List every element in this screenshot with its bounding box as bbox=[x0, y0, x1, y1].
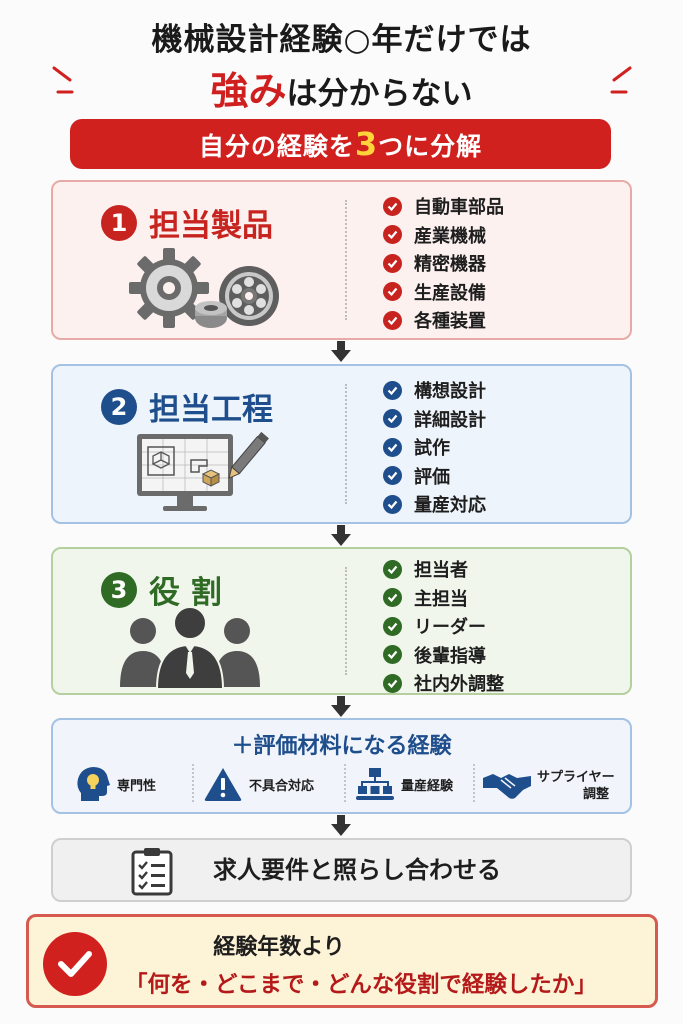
list-item: 生産設備 bbox=[383, 278, 504, 307]
bonus-experience-box: ＋評価材料になる経験 専門性 不具合対応 量産経験 bbox=[51, 718, 632, 814]
handshake-icon bbox=[483, 774, 531, 799]
card-number-badge: 2 bbox=[101, 388, 137, 425]
bonus-divider bbox=[473, 764, 475, 802]
bonus-supplier-label: サプライヤー 調整 bbox=[537, 770, 615, 802]
card-divider bbox=[345, 567, 347, 675]
check-icon bbox=[383, 588, 402, 608]
card-processes: 2 担当工程 構想設計 詳細設計 試作 評価 量産対応 bbox=[51, 364, 632, 524]
card-processes-list: 構想設計 詳細設計 試作 評価 量産対応 bbox=[383, 376, 486, 519]
check-icon bbox=[383, 225, 402, 245]
bonus-title: ＋評価材料になる経験 bbox=[231, 734, 452, 759]
list-item: 評価 bbox=[383, 462, 486, 491]
card-divider bbox=[345, 200, 347, 320]
list-item: 自動車部品 bbox=[383, 192, 504, 221]
decompose-banner: 自分の経験を3つに分解 bbox=[70, 119, 611, 169]
card-title-text: 担当工程 bbox=[149, 392, 273, 428]
check-icon bbox=[383, 380, 402, 400]
card-processes-title: 2 担当工程 bbox=[101, 384, 273, 429]
check-icon bbox=[383, 409, 402, 429]
conclusion-box: 経験年数より 「何を・どこまで・どんな役割で経験したか」 bbox=[26, 914, 658, 1008]
card-number-badge: 1 bbox=[101, 204, 137, 241]
clipboard-checklist-icon bbox=[131, 848, 173, 896]
card-title-text: 担当製品 bbox=[149, 208, 273, 244]
list-item: 主担当 bbox=[383, 584, 504, 613]
card-number-badge: 3 bbox=[101, 571, 137, 608]
bonus-divider bbox=[192, 764, 194, 802]
card-roles-title: 3 役 割 bbox=[101, 567, 222, 612]
list-item: 各種装置 bbox=[383, 306, 504, 335]
check-icon bbox=[383, 196, 402, 216]
check-icon bbox=[383, 437, 402, 457]
banner-number: 3 bbox=[354, 125, 379, 163]
list-item: 試作 bbox=[383, 433, 486, 462]
list-item: 精密機器 bbox=[383, 249, 504, 278]
check-circle-icon bbox=[43, 932, 107, 996]
check-icon bbox=[383, 673, 402, 693]
list-item: 後輩指導 bbox=[383, 641, 504, 670]
list-item: 構想設計 bbox=[383, 376, 486, 405]
bonus-item-expertise: 専門性 bbox=[75, 762, 156, 806]
card-roles: 3 役 割 担当者 主担当 リーダー 後輩指導 社内外調整 bbox=[51, 547, 632, 695]
bonus-item-supplier-coordination: サプライヤー 調整 bbox=[483, 762, 615, 806]
warning-icon bbox=[204, 768, 242, 801]
card-divider bbox=[345, 384, 347, 504]
check-icon bbox=[383, 310, 402, 330]
list-item: 産業機械 bbox=[383, 221, 504, 250]
gear-bearing-icon bbox=[129, 248, 279, 328]
job-requirements-text: 求人要件と照らし合わせる bbox=[213, 856, 501, 884]
head-lightbulb-icon bbox=[77, 767, 110, 801]
banner-text-after: つに分解 bbox=[378, 132, 483, 161]
check-icon bbox=[383, 466, 402, 486]
conclusion-line1: 経験年数より bbox=[213, 935, 345, 960]
check-icon bbox=[383, 559, 402, 579]
check-icon bbox=[383, 282, 402, 302]
cad-monitor-pencil-icon bbox=[137, 431, 269, 511]
team-people-icon bbox=[120, 607, 260, 689]
emphasis-lines-left-icon bbox=[52, 66, 74, 94]
check-icon bbox=[383, 253, 402, 273]
page-title: 機械設計経験○年だけでは bbox=[151, 22, 532, 58]
arrow-down-icon bbox=[331, 525, 351, 546]
list-item: 量産対応 bbox=[383, 490, 486, 519]
bonus-item-defect-handling: 不具合対応 bbox=[203, 762, 314, 806]
title-highlight: 強み bbox=[210, 69, 287, 113]
card-products: 1 担当製品 bbox=[51, 180, 632, 340]
list-item: リーダー bbox=[383, 612, 504, 641]
bonus-item-mass-production: 量産経験 bbox=[355, 762, 453, 806]
page-subtitle: 強みは分からない bbox=[0, 60, 683, 115]
check-icon bbox=[383, 645, 402, 665]
title-rest: は分からない bbox=[286, 76, 473, 112]
bonus-divider bbox=[344, 764, 346, 802]
emphasis-lines-right-icon bbox=[610, 66, 632, 94]
job-requirements-box: 求人要件と照らし合わせる bbox=[51, 838, 632, 902]
card-roles-list: 担当者 主担当 リーダー 後輩指導 社内外調整 bbox=[383, 555, 504, 698]
card-title-text: 役 割 bbox=[149, 575, 222, 611]
arrow-down-icon bbox=[331, 341, 351, 362]
banner-text-before: 自分の経験を bbox=[198, 132, 355, 161]
card-products-list: 自動車部品 産業機械 精密機器 生産設備 各種装置 bbox=[383, 192, 504, 335]
list-item: 詳細設計 bbox=[383, 405, 486, 434]
arrow-down-icon bbox=[331, 815, 351, 836]
card-products-title: 1 担当製品 bbox=[101, 200, 273, 245]
list-item: 社内外調整 bbox=[383, 669, 504, 698]
conclusion-line2: 「何を・どこまで・どんな役割で経験したか」 bbox=[125, 972, 597, 998]
check-icon bbox=[383, 494, 402, 514]
list-item: 担当者 bbox=[383, 555, 504, 584]
conveyor-boxes-icon bbox=[356, 768, 394, 800]
check-icon bbox=[383, 616, 402, 636]
arrow-down-icon bbox=[331, 696, 351, 717]
